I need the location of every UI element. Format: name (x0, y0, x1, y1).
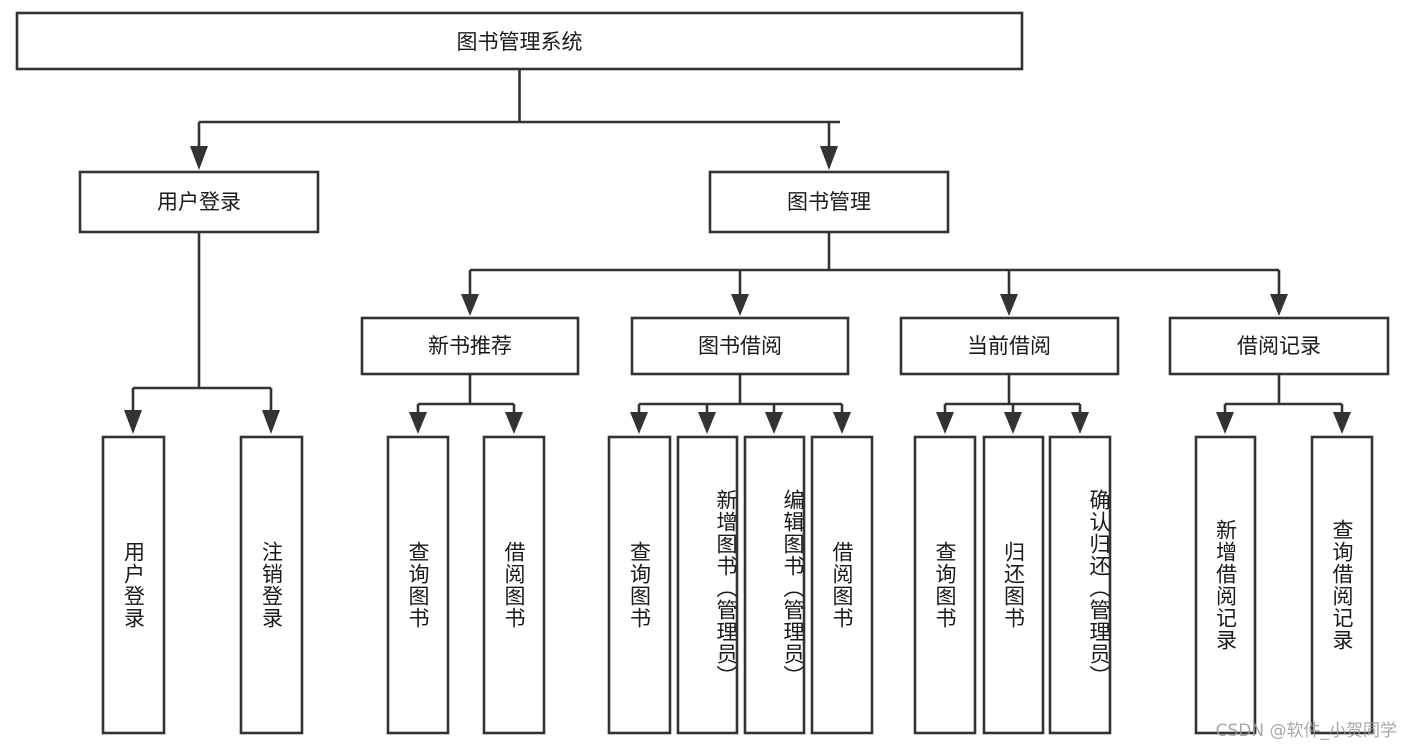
arrowhead-user-login (190, 146, 208, 170)
node-new-book-recommend-box[interactable] (360, 316, 580, 376)
edge-group-currentborrow-to-leaves (936, 374, 1089, 434)
node-new-book-recommend-label: 新书推荐 (428, 334, 512, 358)
edge-group-borrowrecord-to-leaves (1216, 374, 1351, 434)
arrowhead-leaf-query-borrow-record (1333, 412, 1351, 434)
leaf-query-book-current-box[interactable] (913, 435, 977, 735)
node-current-borrow-label: 当前借阅 (967, 334, 1051, 358)
arrowhead-leaf-user-login (124, 410, 142, 434)
node-book-borrow-label: 图书借阅 (698, 334, 782, 358)
node-book-management-box[interactable] (708, 170, 950, 234)
leaf-query-book-recommend-box[interactable] (386, 435, 450, 735)
arrowhead-leaf-borrow-book-recommend (505, 412, 523, 434)
leaf-add-borrow-record-box[interactable] (1194, 435, 1257, 735)
node-book-borrow-box[interactable] (630, 316, 850, 376)
arrowhead-leaf-query-book-recommend (409, 412, 427, 434)
edge-group-newbook-to-leaves (409, 374, 523, 434)
leaf-query-book-borrow-box[interactable] (607, 435, 672, 735)
node-current-borrow-box[interactable] (899, 316, 1120, 376)
arrowhead-leaf-confirm-return (1071, 412, 1089, 434)
arrowhead-leaf-query-book-current (936, 412, 954, 434)
node-borrow-record-box[interactable] (1168, 316, 1390, 376)
arrowhead-book-management (820, 146, 838, 170)
arrowhead-leaf-borrow-book (833, 412, 851, 434)
arrowhead-leaf-return-book (1004, 412, 1022, 434)
arrowhead-leaf-add-book (698, 412, 716, 434)
arrowhead-borrow-record (1270, 294, 1288, 316)
leaf-user-logout-box[interactable] (239, 435, 304, 735)
arrowhead-leaf-add-borrow-record (1216, 412, 1234, 434)
arrowhead-book-borrow (731, 294, 749, 316)
edge-group-root-to-level2 (190, 69, 840, 170)
arrowhead-leaf-query-book-borrow (630, 412, 648, 434)
leaf-add-book-box[interactable] (676, 435, 739, 735)
leaf-borrow-book-box[interactable] (810, 435, 874, 735)
node-root-box[interactable] (15, 11, 1024, 71)
node-user-login-label: 用户登录 (157, 190, 241, 214)
edge-group-bookmgmt-to-level3 (461, 232, 1288, 316)
arrowhead-new-book-recommend (461, 294, 479, 316)
leaf-return-book-box[interactable] (982, 435, 1045, 735)
node-borrow-record-label: 借阅记录 (1237, 334, 1321, 358)
leaf-confirm-return-box[interactable] (1048, 435, 1112, 735)
leaf-edit-book-box[interactable] (743, 435, 806, 735)
arrowhead-leaf-edit-book (765, 412, 783, 434)
edge-group-userlogin-to-leaves (124, 232, 280, 434)
arrowhead-current-borrow (1000, 294, 1018, 316)
csdn-watermark: CSDN @软件_小贺同学 (1215, 721, 1397, 741)
node-root-label: 图书管理系统 (457, 30, 583, 54)
arrowhead-leaf-user-logout (262, 410, 280, 434)
leaf-query-borrow-record-box[interactable] (1310, 435, 1374, 735)
edge-group-bookborrow-to-leaves (630, 374, 851, 434)
leaf-borrow-book-recommend-box[interactable] (482, 435, 546, 735)
node-user-login-box[interactable] (78, 170, 320, 234)
node-book-management-label: 图书管理 (787, 190, 871, 214)
leaf-user-login-box[interactable] (101, 435, 166, 735)
